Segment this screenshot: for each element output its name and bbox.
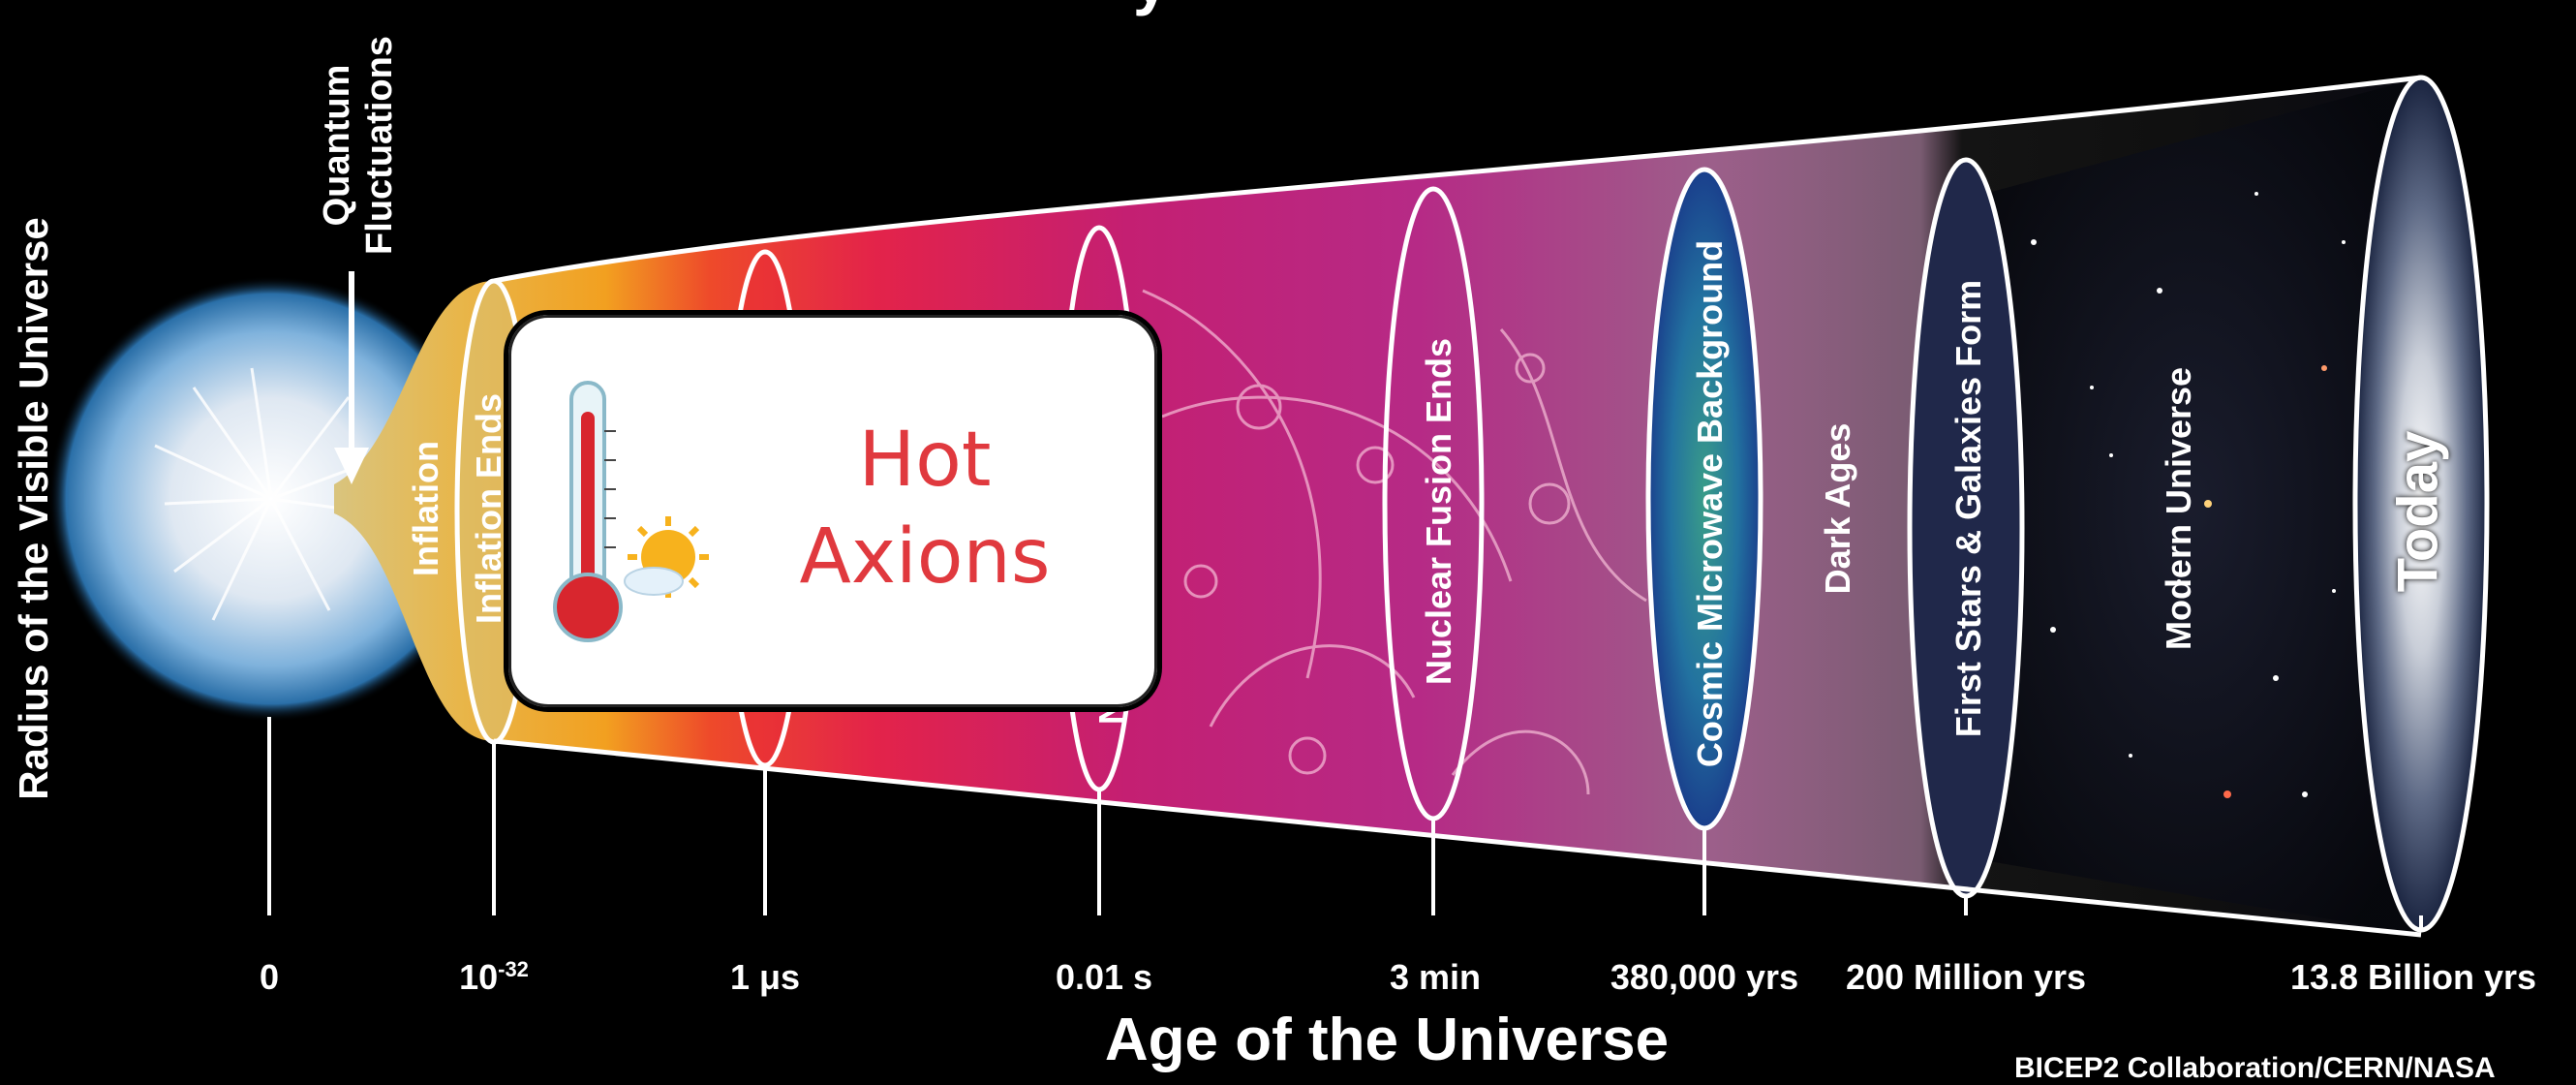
stars — [2031, 192, 2346, 798]
star-field — [1966, 78, 2421, 935]
quantum-label-line-2: Fluctuations — [359, 36, 400, 255]
quantum-fluctuations-label: Quantum Fluctuations — [316, 36, 401, 255]
tick-label-3min: 3 min — [1389, 957, 1482, 997]
callout-line-hot: Hot — [858, 417, 992, 504]
callout-line-axions: Axions — [799, 513, 1051, 601]
particle-tracks — [1142, 289, 1647, 795]
cone-outline — [493, 75, 2422, 938]
tick-label-0: 0 — [259, 957, 280, 997]
universe-cone — [334, 78, 2421, 935]
x-axis-title: Age of the Universe — [1104, 1007, 1670, 1073]
callout-text: Hot Axions — [731, 412, 1119, 605]
hot-axions-callout: Hot Axions — [504, 310, 1162, 712]
epoch-label-cmb: Cosmic Microwave Background — [1690, 239, 1730, 768]
epoch-label-inflation: Inflation — [406, 441, 445, 576]
quantum-label-line-1: Quantum — [317, 64, 357, 227]
credit-line: BICEP2 Collaboration/CERN/NASA — [2014, 1052, 2496, 1084]
tick-label-10-32: 10-32 — [459, 957, 529, 998]
epoch-label-modern-universe: Modern Universe — [2159, 366, 2198, 651]
tick-label-0-01s: 0.01 s — [1055, 957, 1153, 997]
page-title-fragment: y — [1133, 0, 1169, 17]
epoch-label-nuclear-fusion-ends: Nuclear Fusion Ends — [1419, 337, 1458, 686]
epoch-label-today: Today — [2386, 430, 2450, 593]
tick-label-1us: 1 μs — [729, 957, 801, 997]
tick-label-13-8byrs: 13.8 Billion yrs — [2289, 957, 2537, 997]
tick-label-380000yrs: 380,000 yrs — [1610, 957, 1799, 997]
quantum-arrow — [334, 271, 369, 484]
epoch-label-dark-ages: Dark Ages — [1818, 422, 1857, 595]
tick-label-200myrs: 200 Million yrs — [1845, 957, 2087, 997]
epoch-label-first-stars: First Stars & Galaxies Form — [1948, 279, 1988, 738]
tick-lines — [267, 717, 2423, 930]
tick-exponent: -32 — [498, 957, 529, 981]
tick-base: 10 — [459, 957, 499, 997]
y-axis-label: Radius of the Visible Universe — [11, 217, 56, 800]
thermometer-sun-icon — [553, 381, 709, 642]
